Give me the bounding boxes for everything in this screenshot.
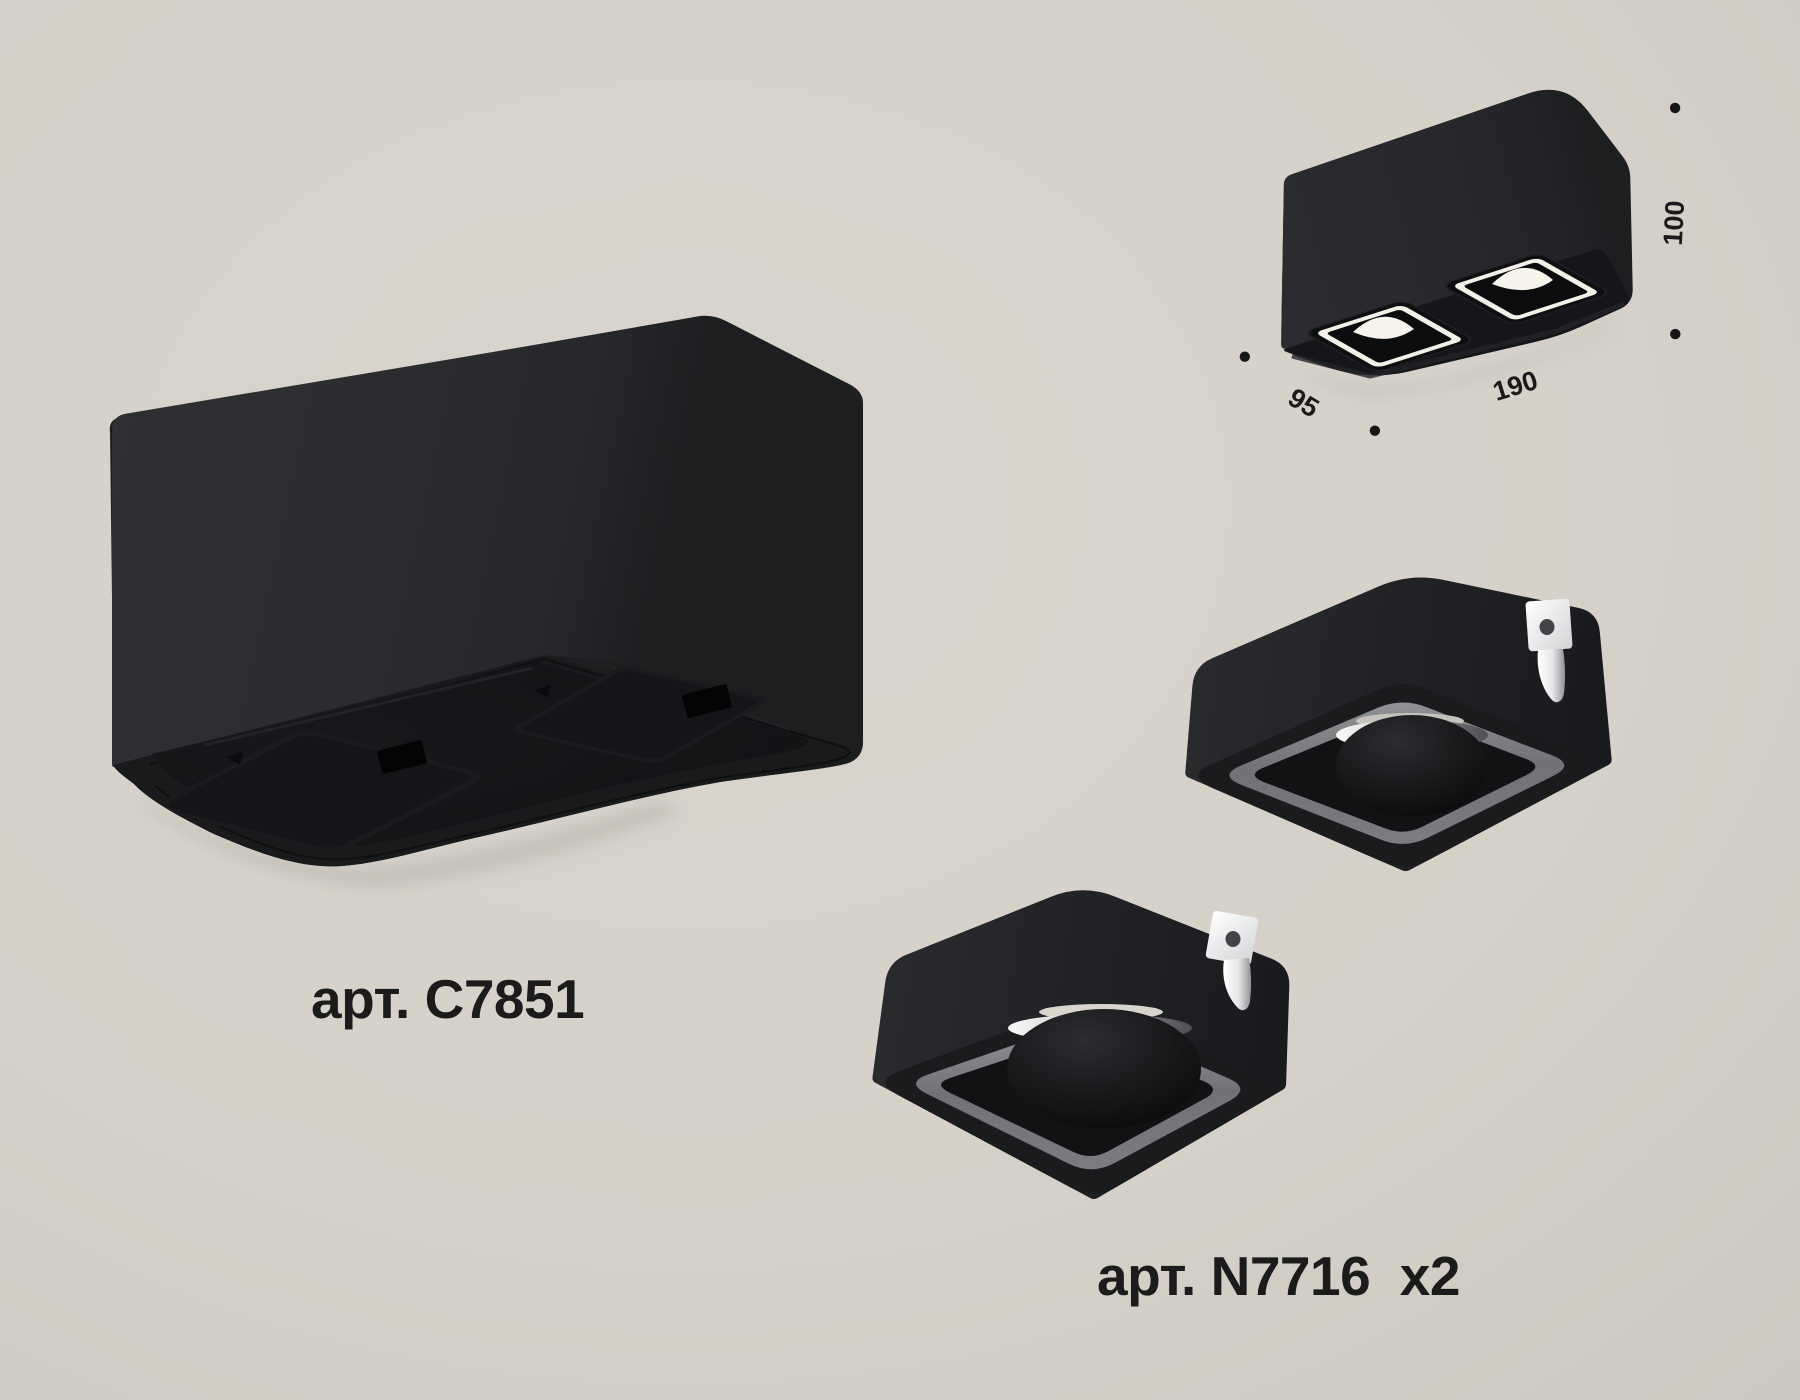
- svg-text:100: 100: [1658, 200, 1690, 247]
